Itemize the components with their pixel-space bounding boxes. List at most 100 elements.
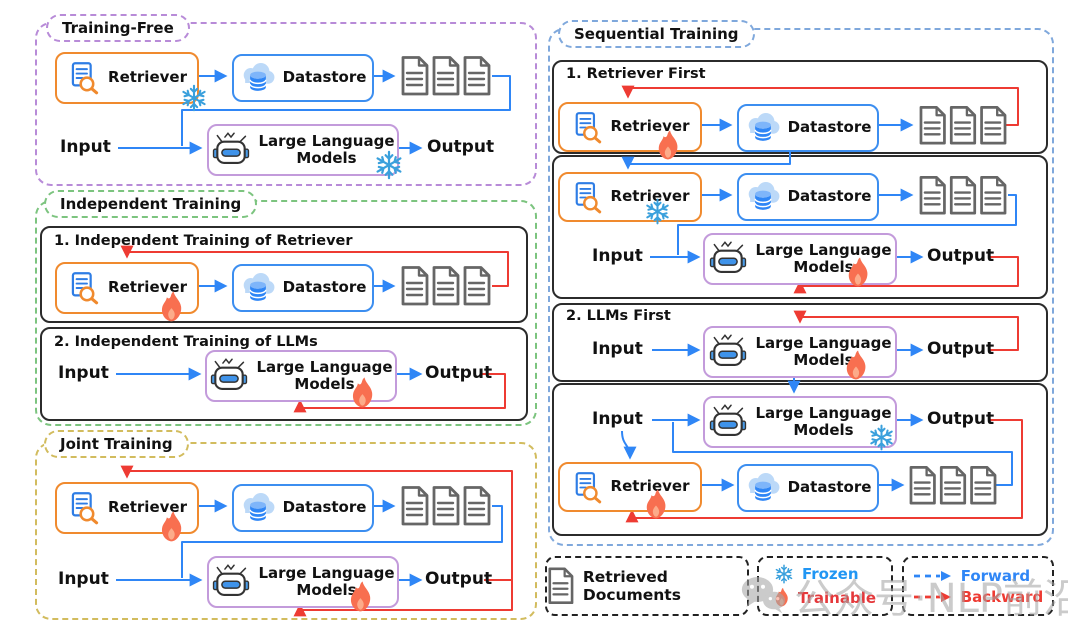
legend-forward-backward: Forward Backward (902, 556, 1054, 616)
bwd-arrow (120, 245, 509, 287)
retrieved-documents-label: Retrieved Documents (582, 568, 681, 604)
llm-label-line2: Models (793, 258, 854, 276)
independent-training-title: Independent Training (44, 190, 258, 218)
output-label-jt: Output (425, 569, 493, 589)
output-label-tf: Output (427, 137, 495, 157)
bwd-arrow (621, 85, 1019, 126)
retriever-label: Retriever (108, 68, 187, 87)
document-search-icon (571, 471, 604, 504)
llm-label-line1: Large Language (755, 333, 892, 352)
fwd-arrow (621, 430, 637, 460)
snowflake-icon (644, 198, 671, 225)
document-search-icon (67, 491, 101, 525)
cloud-database-icon (240, 273, 276, 303)
llm-label-line2: Models (294, 375, 355, 393)
output-label-sq-d: Output (927, 409, 995, 429)
datastore-label: Datastore (282, 278, 367, 297)
llm-label-line1: Large Language (755, 403, 892, 422)
document-search-icon (571, 181, 604, 214)
bwd-arrow (120, 465, 513, 581)
datastore-node-jt: Datastore (232, 484, 374, 532)
datastore-label: Datastore (282, 68, 367, 87)
backward-arrow-icon (913, 591, 951, 602)
flame-icon (159, 511, 185, 543)
forward-arrow-icon (913, 570, 951, 581)
document-search-icon (67, 271, 101, 305)
input-label-tf: Input (60, 137, 111, 157)
input-label-sq-c: Input (592, 339, 643, 359)
retriever-node-it: Retriever (55, 262, 199, 314)
datastore-label: Datastore (787, 478, 872, 497)
fwd-arrow (181, 505, 503, 578)
fwd-arrow (672, 422, 1013, 486)
robot-icon (209, 357, 249, 395)
robot-icon (708, 403, 748, 441)
document-stack-icon (909, 466, 997, 505)
robot-icon (708, 240, 748, 278)
joint-training-title: Joint Training (44, 430, 189, 458)
backward-label: Backward (960, 587, 1044, 606)
retriever-label: Retriever (108, 278, 187, 297)
document-search-icon (67, 61, 101, 95)
llm-label-line1: Large Language (258, 131, 395, 150)
robot-icon (211, 563, 251, 601)
retriever-node-tf: Retriever (55, 52, 199, 104)
datastore-node-tf: Datastore (232, 54, 374, 102)
document-stack-icon (401, 486, 491, 526)
input-label-sq-d: Input (592, 409, 643, 429)
snowflake-icon (868, 424, 895, 451)
cloud-database-icon (240, 63, 276, 93)
datastore-node-sq-a: Datastore (737, 104, 879, 152)
flame-icon (348, 581, 374, 613)
fwd-arrow (181, 75, 511, 146)
retriever-node-sq-d: Retriever (558, 462, 702, 512)
llm-label-line2: Models (296, 149, 357, 167)
cloud-database-icon (745, 182, 781, 212)
datastore-label: Datastore (787, 187, 872, 206)
frozen-label: Frozen (801, 565, 859, 583)
bwd-arrow (793, 310, 1019, 351)
flame-icon (774, 587, 790, 608)
llm-label-line2: Models (296, 581, 357, 599)
flame-icon (644, 489, 669, 520)
datastore-node-it: Datastore (232, 264, 374, 312)
legend-retrieved-documents: Retrieved Documents (545, 556, 749, 616)
retriever-node-sq-a: Retriever (558, 102, 702, 152)
datastore-node-sq-b: Datastore (737, 173, 879, 221)
backward-arrows (120, 85, 1023, 617)
llm-label-line2: Models (793, 351, 854, 369)
llm-label-line2: Models (793, 421, 854, 439)
independent-step2-title: 2. Independent Training of LLMs (54, 334, 318, 350)
training-free-title: Training-Free (46, 14, 190, 42)
cloud-database-icon (745, 473, 781, 503)
input-label-sq-b: Input (592, 246, 643, 266)
snowflake-icon (180, 84, 208, 112)
datastore-node-sq-d: Datastore (737, 464, 879, 512)
robot-icon (708, 333, 748, 371)
sequential-step1-title: 1. Retriever First (566, 66, 706, 82)
flame-icon (656, 130, 681, 161)
bwd-arrow (793, 256, 1019, 294)
document-stack-icon (919, 176, 1007, 215)
independent-step1-title: 1. Independent Training of Retriever (54, 233, 353, 249)
sequential-step2-title: 2. LLMs First (566, 308, 671, 324)
snowflake-icon (774, 564, 794, 584)
datastore-label: Datastore (282, 498, 367, 517)
document-icon (547, 565, 575, 607)
document-search-icon (571, 111, 604, 144)
forward-arrows (116, 69, 1017, 587)
snowflake-icon (374, 150, 404, 180)
document-stack-icon (401, 266, 491, 306)
robot-icon (211, 131, 251, 169)
datastore-label: Datastore (787, 118, 872, 137)
fwd-arrow (677, 194, 1017, 255)
flame-icon (350, 377, 376, 409)
flame-icon (844, 350, 869, 381)
output-label-sq-c: Output (927, 339, 995, 359)
